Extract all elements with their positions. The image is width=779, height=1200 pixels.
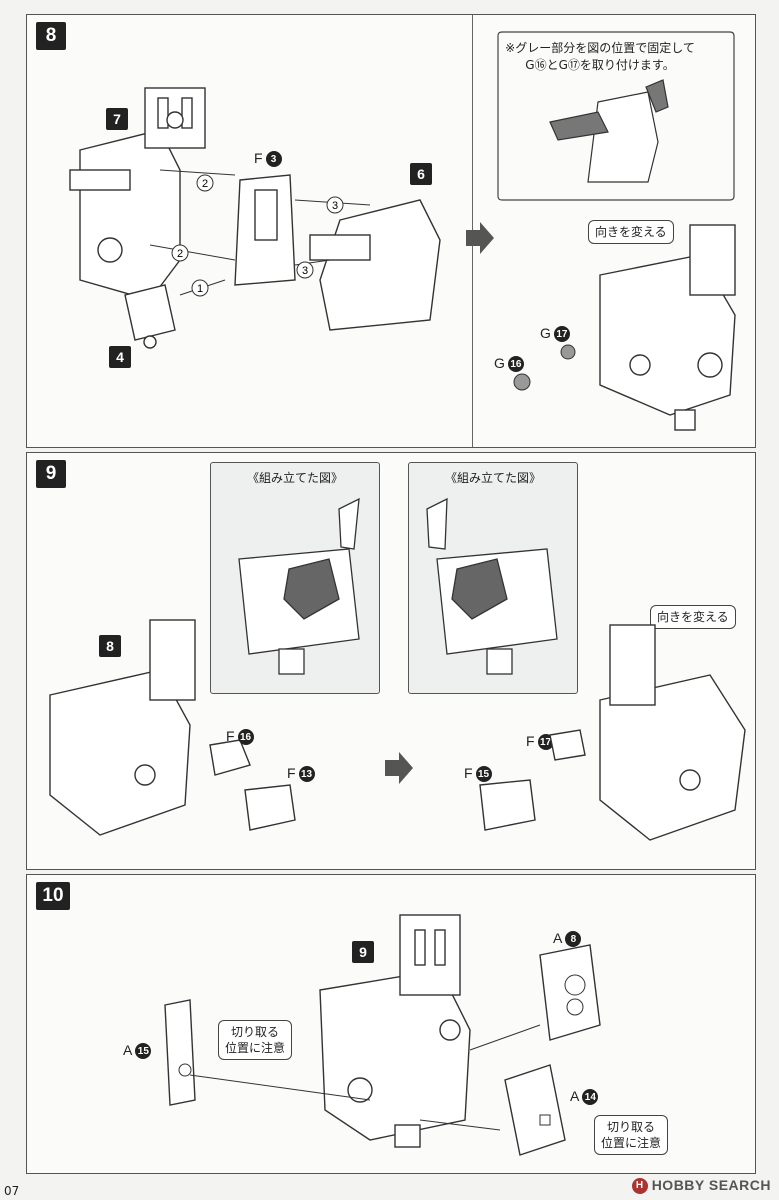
part-number-badge: 17 <box>553 326 570 343</box>
step-8-right-illustration <box>599 224 736 431</box>
step-10-main-illustration <box>319 914 471 1148</box>
arrow-1-label: 1 <box>197 283 203 295</box>
part-number-badge: 8 <box>565 931 582 948</box>
step-9-number: 9 <box>36 460 66 488</box>
part-number-badge: 15 <box>135 1043 152 1060</box>
assembled-view-left: 《組み立てた図》 <box>210 462 380 694</box>
step-9-turn-label: 向きを変える <box>650 605 736 630</box>
step-8-transition-arrow <box>466 222 494 254</box>
step-8-note: ※グレー部分を図の位置で固定して G⑯とG⑰を取り付けます。 <box>500 40 700 75</box>
watermark-text: HOBBY SEARCH <box>651 1176 771 1193</box>
page-number: 07 <box>4 1184 20 1198</box>
assembled-view-right-drawing <box>426 497 558 675</box>
note-line-2: G⑯とG⑰を取り付けます。 <box>525 58 675 73</box>
cut-note-right: 切り取る 位置に注意 <box>594 1115 669 1156</box>
part-number-badge: 15 <box>475 766 492 783</box>
part-4-shape <box>124 284 176 341</box>
part-letter: A <box>570 1088 580 1104</box>
arrow-2-label-b: 2 <box>177 248 183 260</box>
step-10-number: 10 <box>36 882 70 910</box>
assembled-view-right-title: 《組み立てた図》 <box>444 471 541 485</box>
part-a8-shape <box>539 944 601 1041</box>
part-6-label: 6 <box>410 163 432 185</box>
part-4-label: 4 <box>109 346 131 368</box>
part-9-label: 9 <box>352 941 374 963</box>
arrow-3-label-b: 3 <box>302 265 308 277</box>
step-8-number: 8 <box>36 22 66 50</box>
part-8-label: 8 <box>99 635 121 657</box>
part-letter: F <box>464 765 473 781</box>
step-10-arrows <box>189 1024 541 1131</box>
part-number-badge: 17 <box>537 734 554 751</box>
step-8-left-illustration: 2 3 2 3 1 <box>69 87 441 349</box>
part-number-badge: 3 <box>265 151 282 168</box>
step-9-transition-arrow <box>385 752 413 784</box>
step-8-turn-label: 向きを変える <box>588 220 674 245</box>
cut-note-right-line1: 切り取る <box>607 1120 656 1134</box>
step-9-right-illustration <box>479 624 746 841</box>
part-letter: G <box>540 325 551 341</box>
part-number-badge: 16 <box>507 356 524 373</box>
part-letter: F <box>287 765 296 781</box>
hobby-search-logo-icon: H <box>631 1178 648 1194</box>
cut-note-left: 切り取る 位置に注意 <box>218 1020 293 1061</box>
part-letter: F <box>526 733 535 749</box>
assembled-view-left-title: 《組み立てた図》 <box>246 471 343 485</box>
part-number-badge: 16 <box>237 729 254 746</box>
g-parts-shapes <box>513 344 576 391</box>
part-letter: A <box>553 930 563 946</box>
cut-note-left-line1: 切り取る <box>231 1025 280 1039</box>
part-a15-shape <box>164 999 196 1106</box>
part-7-label: 7 <box>106 108 128 130</box>
assembled-view-right: 《組み立てた図》 <box>408 462 578 694</box>
note-callout-frame <box>497 31 735 201</box>
part-6-shape <box>319 199 441 331</box>
part-letter: F <box>226 728 235 744</box>
part-letter: F <box>254 150 263 166</box>
cut-note-left-line2: 位置に注意 <box>225 1041 286 1056</box>
part-a14-shape <box>504 1064 566 1156</box>
step-9-left-illustration <box>49 619 296 836</box>
note-line-1: ※グレー部分を図の位置で固定して <box>505 41 695 55</box>
part-number-badge: 14 <box>582 1089 599 1106</box>
cut-note-right-line2: 位置に注意 <box>601 1136 662 1151</box>
part-letter: G <box>494 355 505 371</box>
assembled-view-left-drawing <box>238 497 360 675</box>
part-number-badge: 13 <box>298 766 315 783</box>
arrow-2-label-a: 2 <box>202 178 208 190</box>
part-letter: A <box>123 1042 133 1058</box>
part-7-shape <box>79 129 181 301</box>
arrow-3-label-a: 3 <box>332 200 338 212</box>
